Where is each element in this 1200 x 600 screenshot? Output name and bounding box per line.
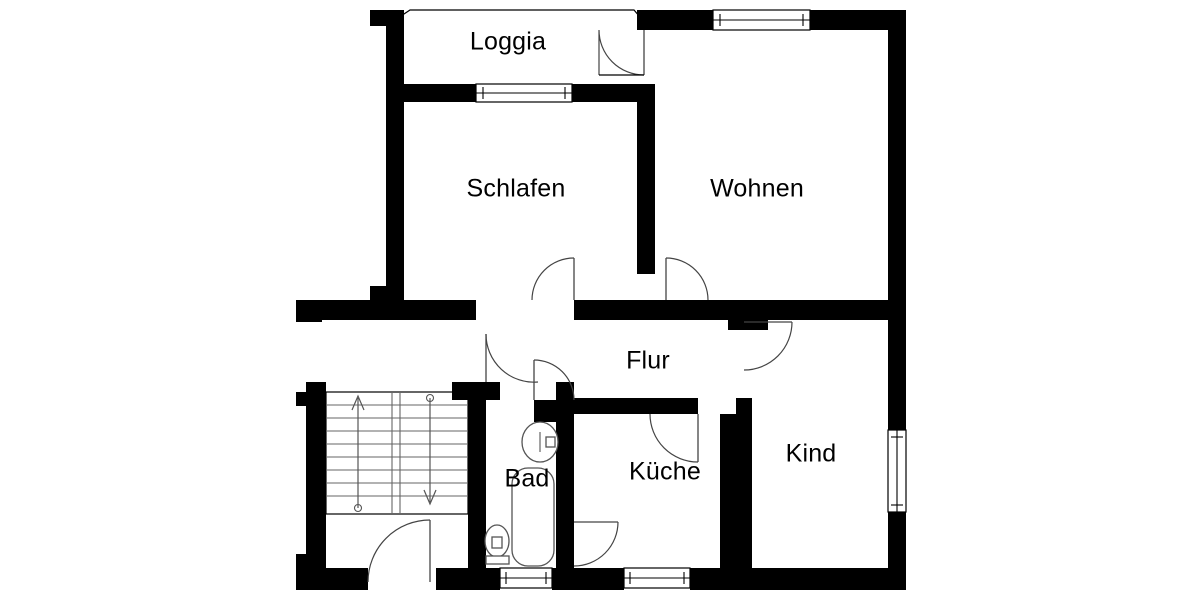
wall-flur-bad-stub — [486, 382, 500, 400]
window-kueche-south — [623, 567, 691, 589]
room-label-wohnen: Wohnen — [710, 175, 804, 203]
wall-bad-west — [468, 382, 486, 578]
staircase — [325, 391, 469, 515]
wall-kueche-north-left — [556, 398, 676, 414]
wall-schlafen-corner-nub — [370, 286, 404, 308]
window-wohnen-north — [712, 9, 811, 31]
wall-right-exterior-upper — [888, 10, 906, 322]
wall-stairwell-west-nub-bottom — [296, 554, 312, 568]
wall-schlafen-south-right — [574, 300, 704, 320]
room-labels: Loggia Schlafen Wohnen Flur Bad Küche Ki… — [467, 28, 837, 493]
wall-kind-west — [736, 398, 752, 590]
door-flur-stairwell[interactable] — [485, 333, 539, 383]
door-bad-flur[interactable] — [533, 359, 575, 401]
wall-right-exterior-kind-upper — [888, 322, 906, 430]
room-label-kind: Kind — [786, 440, 837, 468]
window-schlafen-north — [475, 83, 573, 103]
wall-wohnen-south-right — [768, 300, 890, 320]
bad-fixtures — [484, 421, 559, 567]
wall-bad-north-stub — [534, 400, 574, 422]
door-wohnen-flur[interactable] — [665, 257, 709, 301]
door-flur-kueche[interactable] — [649, 413, 699, 463]
loggia-railing — [397, 9, 641, 19]
wall-wohnen-north-left — [645, 10, 713, 30]
wall-left-stub-b — [296, 310, 322, 322]
wall-stairwell-west-nub-top — [296, 392, 312, 406]
toilet — [484, 524, 510, 565]
wall-south-stairwell-left — [296, 568, 368, 590]
window-kind-east — [887, 429, 907, 513]
wall-loggia-schlafen-right — [572, 84, 644, 102]
wall-kueche-east — [720, 414, 736, 590]
windows-group — [475, 9, 907, 589]
stair-arrow-down — [423, 393, 437, 506]
wall-bad-east — [556, 414, 574, 590]
sink — [521, 421, 559, 463]
wall-left-upper-vertical — [386, 10, 404, 310]
wall-kueche-north-right — [676, 398, 698, 414]
wall-south-stairwell-right — [436, 568, 490, 590]
wall-south-bad-left — [486, 568, 500, 590]
room-label-bad: Bad — [504, 465, 549, 493]
wall-south-kueche-kind — [690, 568, 906, 590]
stair-arrow-up — [351, 394, 365, 513]
wall-flur-left-nub — [556, 382, 574, 402]
room-label-schlafen: Schlafen — [467, 175, 566, 203]
wall-bad-north-left — [452, 382, 486, 400]
bathtub — [511, 467, 555, 567]
door-entrance[interactable] — [367, 519, 431, 583]
wall-loggia-schlafen-left — [396, 84, 476, 102]
room-label-loggia: Loggia — [470, 28, 546, 56]
window-bad-south — [499, 567, 553, 589]
door-kueche-south[interactable] — [573, 521, 619, 567]
wall-schlafen-wohnen — [637, 84, 655, 274]
wall-schlafen-south-left — [306, 300, 476, 320]
wall-wohnen-north-right — [810, 10, 888, 30]
wall-wohnen-south-stub — [728, 318, 768, 330]
door-loggia-wohnen[interactable] — [598, 29, 645, 76]
wall-stairwell-west — [306, 382, 326, 578]
room-label-flur: Flur — [626, 347, 670, 375]
door-kind-flur[interactable] — [743, 321, 793, 371]
doors-group — [367, 29, 793, 583]
wall-south-bad-right — [552, 568, 624, 590]
wall-wohnen-south-left — [704, 300, 768, 320]
walls-group — [296, 10, 906, 590]
room-label-kueche: Küche — [629, 458, 701, 486]
door-schlafen-flur[interactable] — [531, 257, 575, 301]
